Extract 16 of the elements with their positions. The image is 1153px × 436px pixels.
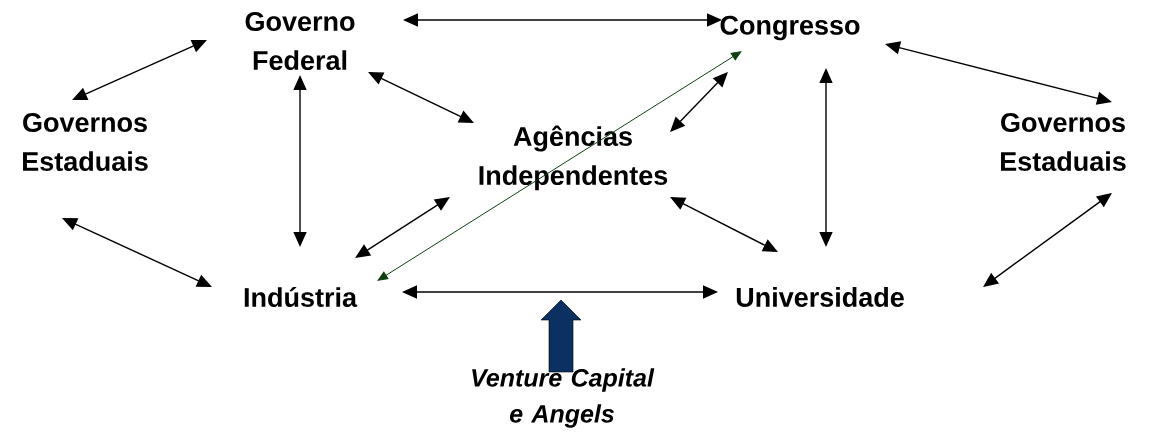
node-label: Congresso <box>720 15 860 41</box>
double-arrow <box>62 218 212 287</box>
double-arrow <box>670 197 778 252</box>
double-arrow <box>377 51 742 281</box>
node-label: Governo Federal <box>245 11 355 71</box>
node-label: Governos Estaduais <box>23 112 148 172</box>
double-arrow <box>368 72 474 123</box>
double-arrow <box>983 193 1112 287</box>
node-label: Venture Capital e Angels <box>472 368 655 428</box>
double-arrow <box>72 39 207 100</box>
node-label: Governos Estaduais <box>1001 112 1126 172</box>
block-arrow <box>540 299 582 373</box>
double-arrow <box>670 72 728 132</box>
double-arrow <box>355 197 450 258</box>
node-label: Indústria <box>244 286 358 307</box>
node-label: Universidade <box>736 287 904 307</box>
